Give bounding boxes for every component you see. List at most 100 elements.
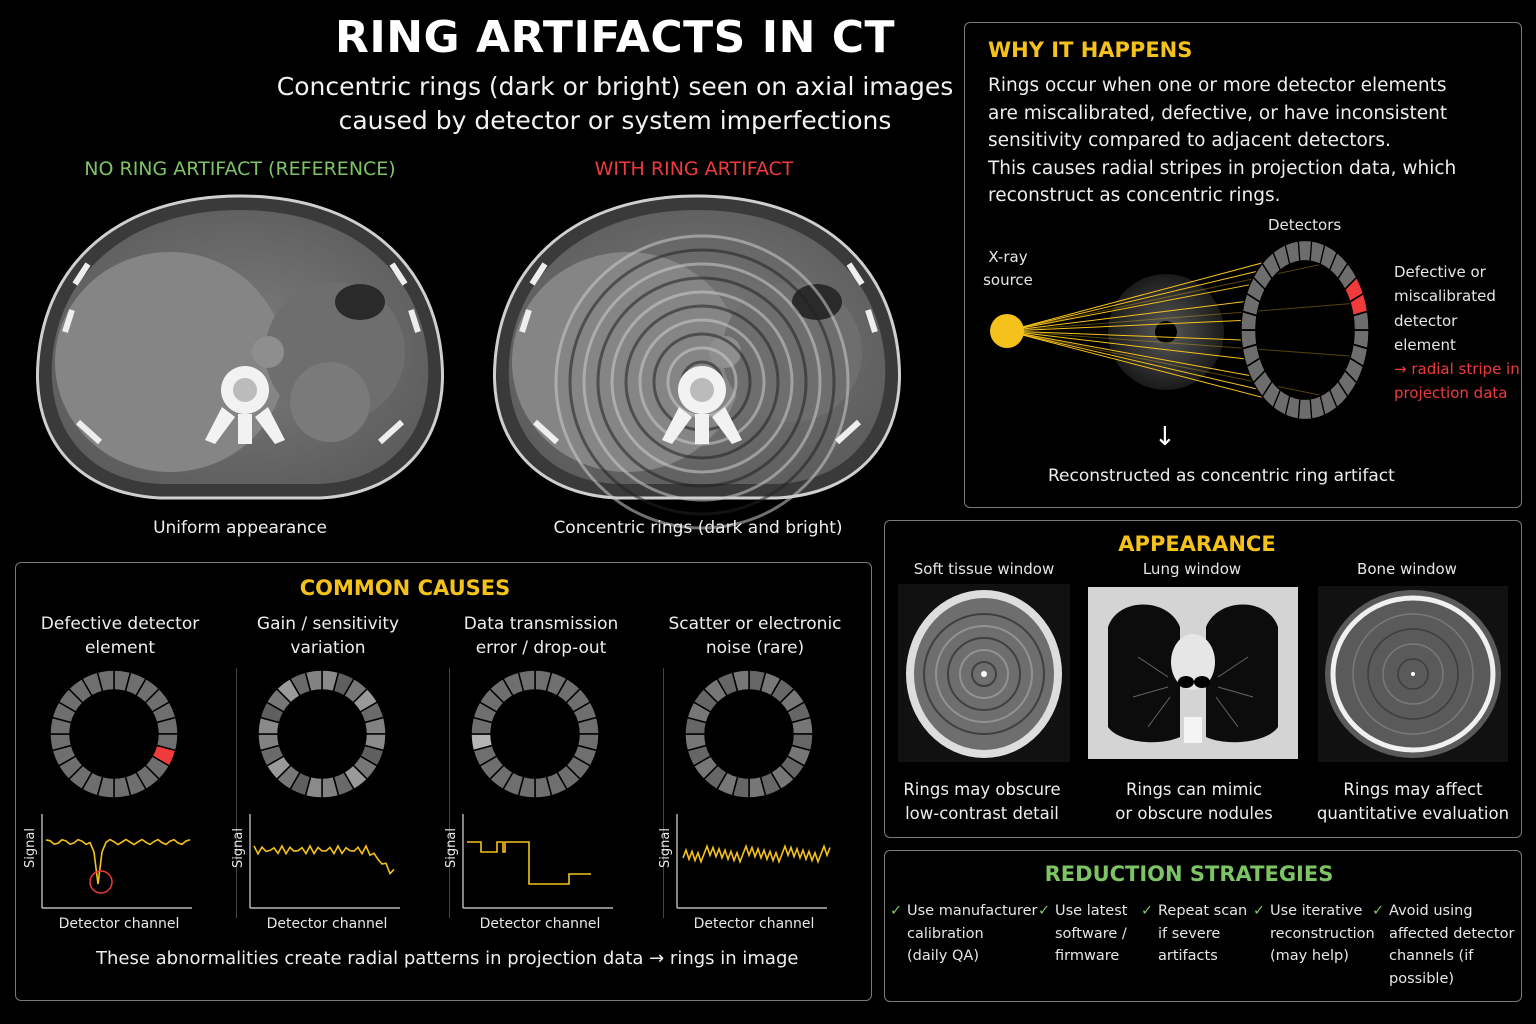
appearance-heading: APPEARANCE [1118,532,1276,556]
why-panel [964,22,1522,508]
xray-beam-line [1006,261,1334,332]
xray-beam-line [1006,319,1249,332]
signal-plot-transmission-error: Signal Detector channel [444,814,613,932]
reduction-line: (daily QA) [907,948,979,964]
cause-title-line: error / drop-out [475,638,607,658]
why-line: Rings occur when one or more detector el… [988,75,1447,96]
soft-tissue-window-image [898,584,1070,762]
reduction-line: if severe [1158,925,1221,942]
detector-channel-axis-label: Detector channel [480,916,601,932]
signal-axis-label: Signal [231,828,246,868]
why-text: Rings occur when one or more detector el… [988,72,1456,210]
ct-slice-with-rings [493,194,901,530]
signal-plot-electronic-noise: Signal Detector channel [658,814,831,932]
detector-channel-axis-label: Detector channel [267,916,388,932]
cause-title-line: Gain / sensitivity [256,614,400,634]
why-line: reconstruct as concentric rings. [988,185,1281,206]
down-arrow-icon: ↓ [1154,422,1176,452]
xray-beam-line [1006,330,1359,358]
bone-window-image [1318,586,1508,762]
caption-line: or obscure nodules [1115,804,1273,823]
reduction-line: channels (if possible) [1389,948,1474,987]
why-line: are miscalibrated, defective, or have in… [988,102,1448,124]
page-title: RING ARTIFACTS IN CT [334,12,896,63]
detector-geometry-diagram [990,239,1370,421]
checkmark-icon: ✓ [1372,903,1385,919]
cause-title-line: Defective detector [40,614,200,634]
xray-source-icon [990,314,1024,348]
detector-element [1352,310,1370,331]
reference-heading: NO RING ARTIFACT (REFERENCE) [84,158,396,180]
caption-line: quantitative evaluation [1316,804,1510,823]
signal-plot-gain-variation: Signal Detector channel [231,814,400,932]
caption-line: low-contrast detail [905,804,1059,823]
caption-line: Rings may obscure [903,780,1061,799]
reduction-line: calibration [907,925,984,942]
why-heading: WHY IT HAPPENS [988,38,1193,62]
signal-axis-label: Signal [23,828,38,868]
xray-beam-line [1006,267,1270,332]
detector-segment [304,669,323,693]
source-label-line: X-ray [988,248,1028,266]
source-label-line: source [983,271,1033,289]
column-divider [449,668,450,918]
detector-element [1297,239,1313,263]
defect-line: element [1394,335,1456,354]
why-line: This causes radial stripes in projection… [988,157,1457,179]
caption-line: Rings can mimic [1125,780,1263,799]
reduction-line: software / [1055,925,1127,942]
checkmark-icon: ✓ [1141,903,1154,919]
reduction-line: artifacts [1158,948,1218,964]
detector-segment [96,669,115,693]
reduction-line: Repeat scan [1158,903,1248,919]
signal-plot-defective-detector: Signal Detector channel [23,814,192,932]
cause-title-gain-variation: Gain / sensitivity variation [228,612,428,660]
why-line: sensitivity compared to adjacent detecto… [988,130,1391,151]
reduction-line: Use latest [1055,903,1128,919]
defect-label: Defective or miscalibrated detector elem… [1394,260,1520,406]
source-label: X-ray source [968,246,1048,292]
xray-beam-line [1006,330,1335,399]
xray-beam-line [1006,257,1282,332]
reference-caption: Uniform appearance [153,518,327,538]
reduction-line: Use manufacturer [907,903,1038,919]
cause-ring-electronic-noise [684,669,814,799]
soft-tissue-caption: Rings may obscure low-contrast detail [884,778,1080,826]
xray-beam-line [1006,330,1260,378]
defect-line: Defective or [1394,263,1486,281]
cause-title-line: noise (rare) [705,638,805,658]
xray-beam-line [1006,300,1253,332]
subtitle-line-1: Concentric rings (dark or bright) seen o… [276,72,954,101]
window-title-soft-tissue: Soft tissue window [913,560,1055,578]
appearance-panel [884,520,1522,838]
reduction-item: ✓ Use latest software / firmware [1038,900,1127,968]
causes-heading: COMMON CAUSES [299,576,511,600]
xray-beam-line [1006,302,1359,332]
reduction-panel [884,850,1522,1002]
cause-title-line: variation [290,638,366,658]
reduction-line: Use iterative [1270,903,1363,919]
ct-slice-reference [36,194,444,500]
reduction-line: Avoid using [1389,903,1473,919]
detector-channel-axis-label: Detector channel [59,916,180,932]
detector-segment [517,669,536,693]
detector-segment [731,669,750,693]
signal-axis-label: Signal [444,828,459,868]
xray-beam-line [1006,330,1283,403]
checkmark-icon: ✓ [1038,903,1051,919]
bone-caption: Rings may affect quantitative evaluation [1308,778,1518,826]
detector-element [1297,397,1313,421]
detector-element [1240,329,1258,350]
dropout-highlight-circle [89,870,113,894]
defect-line: detector [1394,311,1458,330]
cause-title-defective-detector: Defective detector element [20,612,220,660]
cause-ring-defective-detector [49,669,179,799]
artifact-caption: Concentric rings (dark and bright) [553,518,843,538]
artifact-heading: WITH RING ARTIFACT [594,158,794,180]
reduction-heading: REDUCTION STRATEGIES [1044,862,1334,886]
cause-ring-gain-variation [257,669,387,799]
checkmark-icon: ✓ [1253,903,1266,919]
detector-channel-axis-label: Detector channel [694,916,815,932]
reduction-item: ✓ Repeat scan if severe artifacts [1141,900,1247,968]
checkmark-icon: ✓ [890,903,903,919]
